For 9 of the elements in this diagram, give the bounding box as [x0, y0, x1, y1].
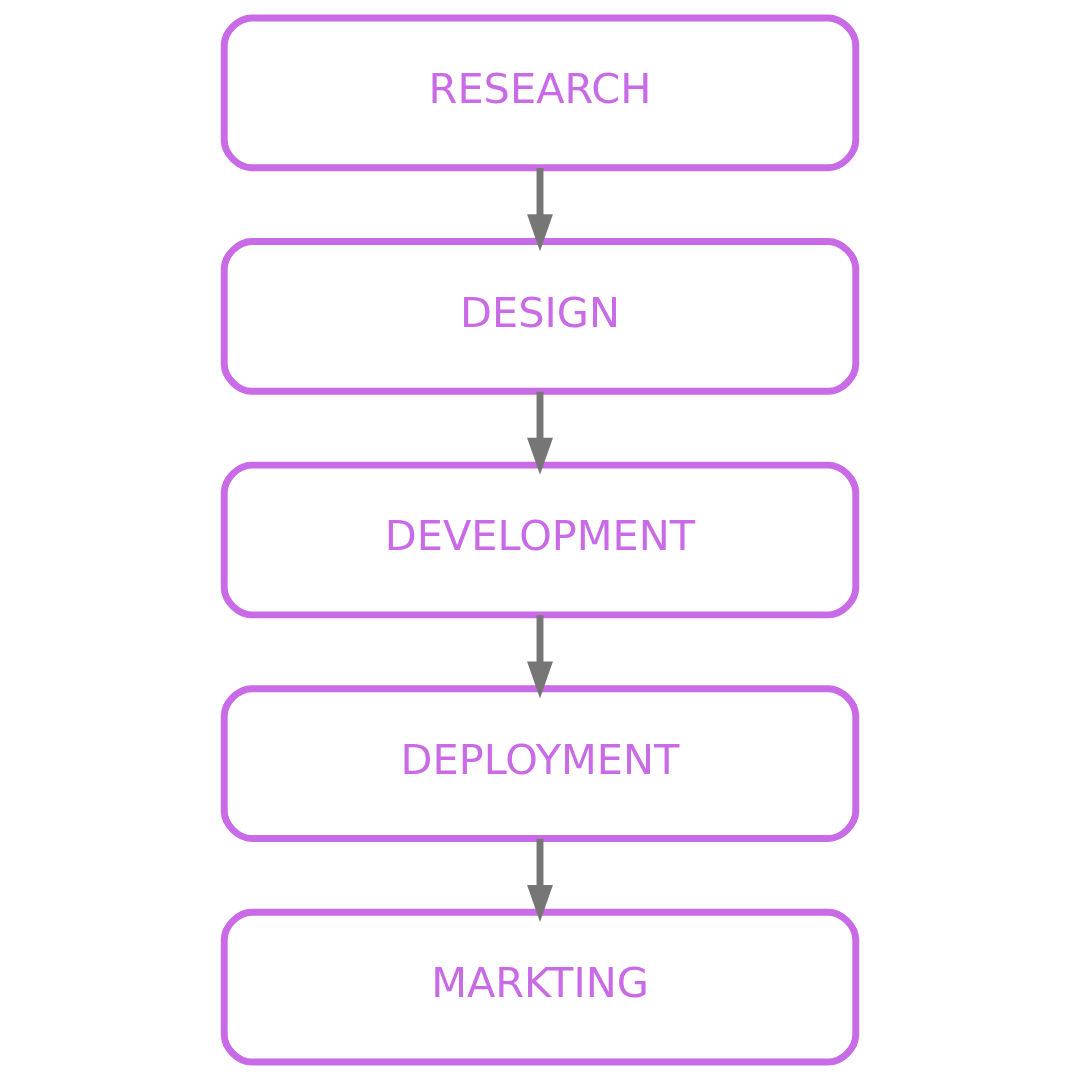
- node-box: DEPLOYMENT: [220, 685, 860, 842]
- arrow: [527, 391, 553, 475]
- node-box: DEVELOPMENT: [220, 461, 860, 619]
- node-box: MARKTING: [220, 908, 860, 1066]
- arrow: [527, 615, 553, 699]
- node-box: DESIGN: [220, 238, 860, 395]
- arrow: [527, 168, 553, 252]
- node-box: RESEARCH: [220, 14, 860, 172]
- arrow: [527, 838, 553, 922]
